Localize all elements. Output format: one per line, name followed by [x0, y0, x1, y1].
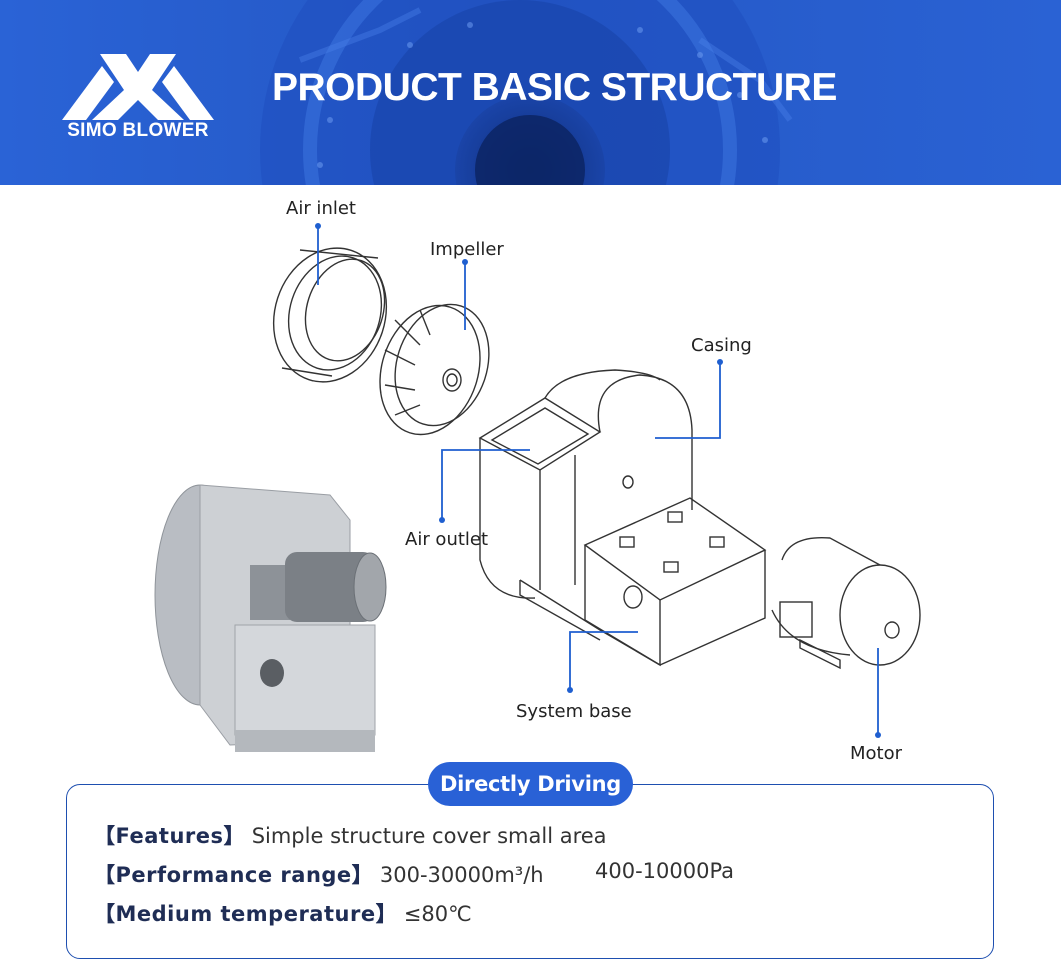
performance-label: 【Performance range】	[94, 863, 374, 887]
performance-pressure-value: 400-10000Pa	[595, 859, 735, 883]
fan-housing-background-art	[260, 0, 793, 185]
page-title: PRODUCT BASIC STRUCTURE	[272, 66, 837, 109]
features-label: 【Features】	[94, 824, 245, 848]
callout-casing: Casing	[691, 335, 752, 356]
simo-blower-logo	[62, 54, 214, 120]
callout-impeller: Impeller	[430, 239, 504, 260]
brand-name: SIMO BLOWER	[67, 120, 209, 141]
motor-part	[771, 536, 921, 670]
temperature-value: ≤80℃	[403, 902, 472, 926]
features-value: Simple structure cover small area	[251, 824, 607, 848]
temperature-label: 【Medium temperature】	[94, 902, 398, 926]
drive-type-badge: Directly Driving	[428, 762, 633, 806]
casing-part	[478, 369, 693, 599]
system-base-part	[519, 497, 767, 667]
performance-flow-value: 300-30000m³/h	[379, 863, 544, 887]
impeller-part	[379, 303, 490, 436]
spec-row-features: 【Features】 Simple structure cover small …	[94, 820, 607, 850]
callout-air-outlet: Air outlet	[405, 529, 489, 550]
spec-row-performance: 【Performance range】 300-30000m³/h 400-10…	[94, 859, 794, 889]
callout-system-base: System base	[516, 701, 632, 722]
header-banner: SIMO BLOWER PRODUCT BASIC STRUCTURE	[0, 0, 1061, 185]
spec-row-temperature: 【Medium temperature】 ≤80℃	[94, 898, 472, 928]
product-photo	[154, 484, 387, 752]
air-inlet-part	[272, 247, 388, 383]
structure-diagram: Air inlet Impeller Casing Air outlet Sys…	[0, 185, 1061, 775]
exploded-view-drawing	[154, 223, 921, 752]
callout-motor: Motor	[850, 743, 903, 764]
callout-air-inlet: Air inlet	[286, 198, 356, 219]
